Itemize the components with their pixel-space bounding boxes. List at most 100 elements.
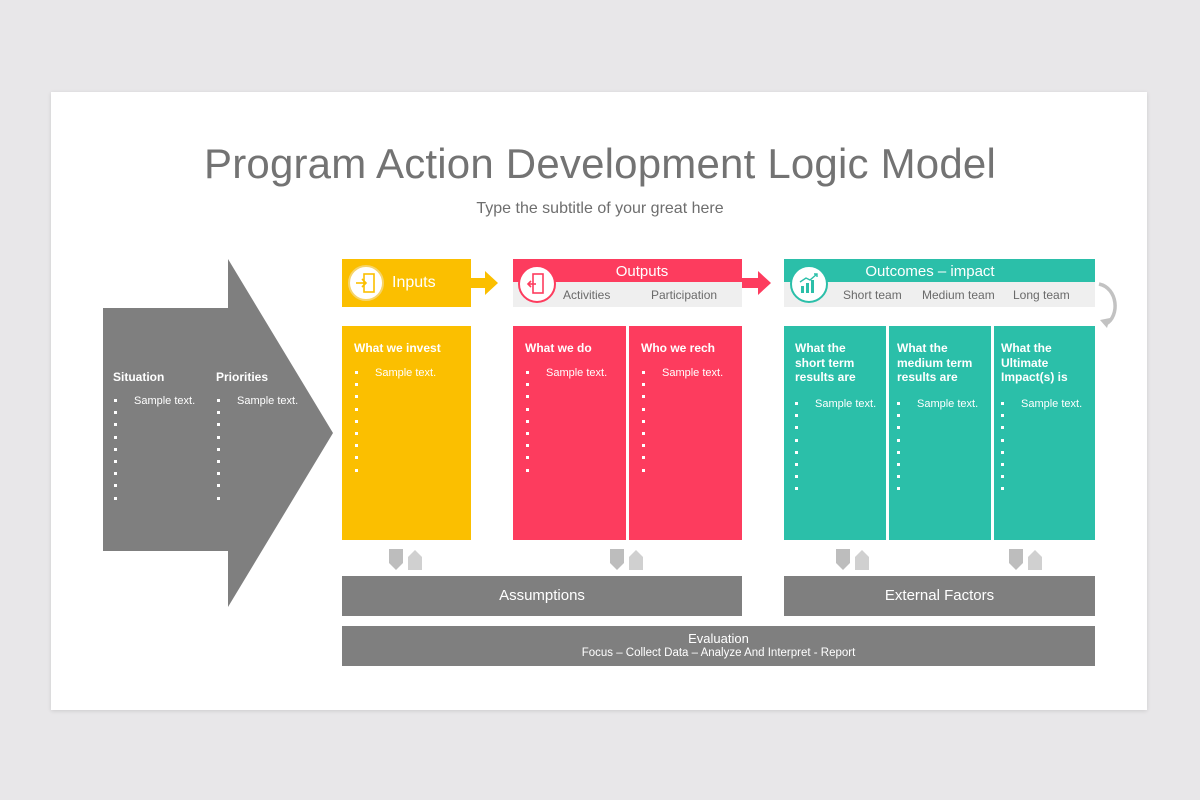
list-item: [114, 468, 214, 480]
list-item: [355, 428, 465, 440]
outputs-header: [513, 259, 742, 282]
list-item: [114, 432, 214, 444]
outputs-sub-participation: Participation: [651, 288, 718, 302]
door-exit-icon: [518, 265, 556, 303]
list-item: Sample text.: [355, 367, 465, 379]
up-down-arrows-icon: [1008, 548, 1044, 572]
list-item: [1001, 459, 1091, 471]
list-item: [526, 452, 621, 464]
evaluation-title: Evaluation: [688, 631, 749, 646]
list-item: [217, 480, 317, 492]
list-item: [217, 419, 317, 431]
outcomes-long-column: [994, 326, 1095, 540]
external-factors-bar: External Factors: [784, 576, 1095, 616]
list-item: [897, 435, 987, 447]
outcomes-subheader: [784, 282, 1095, 307]
outcomes-sub-short: Short team: [843, 288, 902, 302]
priorities-list: Sample text.: [217, 395, 317, 505]
outcomes-sub-long: Long team: [1013, 288, 1070, 302]
list-item: [114, 456, 214, 468]
list-item: [526, 428, 621, 440]
list-item: [217, 493, 317, 505]
list-item: [897, 471, 987, 483]
list-item: [1001, 447, 1091, 459]
inputs-label: Inputs: [392, 274, 436, 291]
list-item: [355, 391, 465, 403]
list-item: [355, 416, 465, 428]
curved-return-arrow: [1096, 280, 1122, 337]
outcomes-col2-list: Sample text.: [897, 398, 987, 496]
page-title: Program Action Development Logic Model: [203, 140, 996, 187]
list-item: [642, 465, 737, 477]
outcomes-label: Outcomes – impact: [865, 263, 995, 280]
list-item: [526, 416, 621, 428]
list-item: [114, 480, 214, 492]
outcomes-medium-column: [889, 326, 991, 540]
list-item: [355, 465, 465, 477]
inputs-list: Sample text.: [355, 367, 465, 477]
list-item: Sample text.: [217, 395, 317, 407]
assumptions-bar: Assumptions: [342, 576, 742, 616]
list-item: [642, 416, 737, 428]
list-item: [795, 483, 883, 495]
list-item: [642, 391, 737, 403]
evaluation-steps: Focus – Collect Data – Analyze And Inter…: [581, 647, 856, 659]
list-item: Sample text.: [526, 367, 621, 379]
list-item: [217, 468, 317, 480]
situation-title: Situation: [113, 370, 165, 384]
list-item: [1001, 422, 1091, 434]
list-item: Sample text.: [114, 395, 214, 407]
outcomes-header: [784, 259, 1095, 282]
list-item: Sample text.: [897, 398, 987, 410]
up-down-arrows-icon: [388, 548, 424, 572]
list-item: [526, 440, 621, 452]
list-item: [795, 471, 883, 483]
outcomes-short-column: [784, 326, 886, 540]
outputs-label: Outputs: [615, 263, 669, 280]
up-down-arrows-icon: [609, 548, 645, 572]
list-item: [217, 456, 317, 468]
inputs-column: [342, 326, 471, 540]
list-item: [114, 493, 214, 505]
outcomes-sub-medium: Medium team: [922, 288, 995, 302]
list-item: [217, 407, 317, 419]
up-down-arrows-icon: [835, 548, 871, 572]
outputs-col1-title: What we do: [525, 341, 592, 355]
outputs-col1-list: Sample text.: [526, 367, 621, 477]
list-item: [1001, 483, 1091, 495]
outcomes-col3-list: Sample text.: [1001, 398, 1091, 496]
inputs-to-outputs-arrow: [471, 270, 499, 301]
list-item: [642, 404, 737, 416]
list-item: [526, 465, 621, 477]
list-item: [897, 422, 987, 434]
list-item: [114, 407, 214, 419]
list-item: [795, 447, 883, 459]
list-item: Sample text.: [795, 398, 883, 410]
list-item: [355, 379, 465, 391]
list-item: Sample text.: [1001, 398, 1091, 410]
list-item: [526, 404, 621, 416]
outputs-col2-list: Sample text.: [642, 367, 737, 477]
outcomes-col1-list: Sample text.: [795, 398, 883, 496]
list-item: [1001, 471, 1091, 483]
list-item: [642, 428, 737, 440]
outputs-col2-title: Who we rech: [641, 341, 716, 355]
outputs-to-outcomes-arrow: [742, 270, 772, 301]
list-item: [897, 483, 987, 495]
list-item: [795, 459, 883, 471]
list-item: [355, 404, 465, 416]
outputs-participation-column: [629, 326, 742, 540]
list-item: [642, 452, 737, 464]
list-item: [217, 432, 317, 444]
list-item: [526, 379, 621, 391]
list-item: [526, 391, 621, 403]
growth-chart-icon: [790, 265, 828, 303]
list-item: [114, 444, 214, 456]
list-item: [642, 379, 737, 391]
list-item: [1001, 435, 1091, 447]
list-item: [795, 410, 883, 422]
door-enter-icon: [348, 265, 384, 301]
list-item: [355, 452, 465, 464]
